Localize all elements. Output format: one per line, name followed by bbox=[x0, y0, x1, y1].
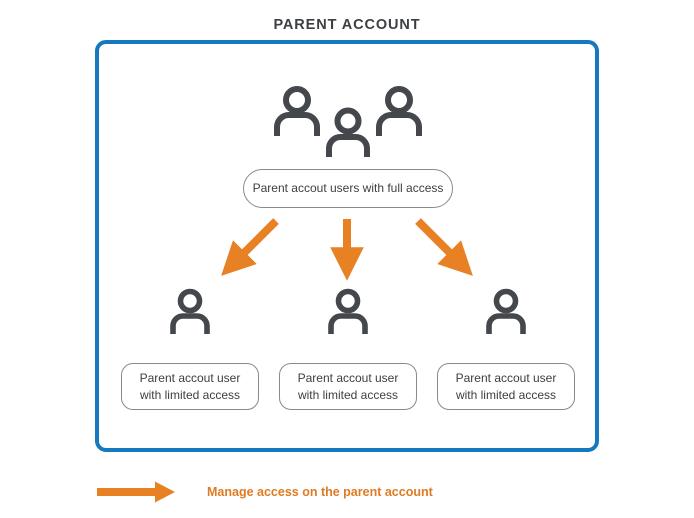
limited-access-box-2: Parent accout user with limited access bbox=[279, 363, 417, 410]
limited-access-box-1: Parent accout user with limited access bbox=[121, 363, 259, 410]
limited-access-box-3: Parent accout user with limited access bbox=[437, 363, 575, 410]
full-access-label: Parent accout users with full access bbox=[243, 169, 453, 208]
arrow-right-icon bbox=[97, 481, 175, 503]
limited-access-line2: with limited access bbox=[139, 387, 240, 402]
limited-access-line1: Parent accout user bbox=[455, 370, 557, 385]
page-title: PARENT ACCOUNT bbox=[273, 17, 421, 33]
person-icon-right bbox=[371, 82, 427, 138]
person-icon-child-3 bbox=[483, 286, 529, 336]
person-icon-left bbox=[269, 82, 325, 138]
person-icon-center bbox=[320, 104, 376, 160]
limited-access-line1: Parent accout user bbox=[139, 370, 241, 385]
limited-access-line2: with limited access bbox=[455, 387, 556, 402]
person-icon-child-2 bbox=[325, 286, 371, 336]
limited-access-line2: with limited access bbox=[297, 387, 398, 402]
person-icon-child-1 bbox=[167, 286, 213, 336]
legend: Manage access on the parent account bbox=[95, 478, 433, 506]
limited-access-line1: Parent accout user bbox=[297, 370, 399, 385]
legend-label: Manage access on the parent account bbox=[207, 485, 433, 499]
